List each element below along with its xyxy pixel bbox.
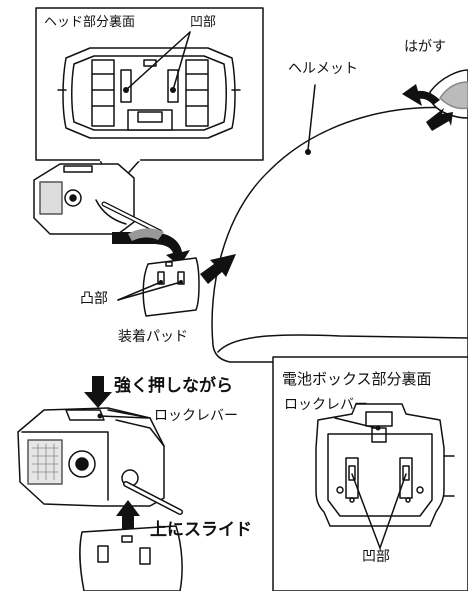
battery-back-plate	[315, 403, 455, 527]
peel-label: はがす	[404, 39, 446, 55]
lock-lever-label: ロックレバー	[154, 408, 238, 424]
press-arrow-down	[84, 376, 112, 408]
head-back-label: ヘッド部分裏面	[44, 15, 136, 30]
press-firmly-label: 強く押しながら	[114, 376, 233, 396]
slide-up-arrow	[116, 500, 140, 530]
mounting-pad	[142, 257, 200, 317]
battery-recess-label: 凹部	[362, 549, 390, 565]
peel-arrow	[402, 84, 440, 106]
small-head-unit	[33, 163, 163, 235]
head-back-plate	[57, 47, 241, 139]
battery-recess-leader	[351, 473, 407, 549]
helmet-label: ヘルメット	[288, 61, 358, 77]
bottom-mounting-pad	[79, 525, 183, 592]
battery-lock-leader	[334, 417, 381, 431]
battery-back-label: 電池ボックス部分裏面	[282, 370, 432, 388]
large-head-unit	[17, 407, 183, 515]
convex-leader	[117, 281, 182, 301]
convex-label: 凸部	[80, 291, 108, 307]
head-recess-leader	[123, 31, 191, 93]
press-arrow-right	[426, 108, 453, 131]
mount-pad-label: 装着パッド	[118, 329, 188, 345]
flip-arrow	[112, 228, 190, 266]
battery-lock-lever-label: ロックレバー	[284, 397, 368, 413]
head-recess-label: 凹部	[190, 15, 217, 30]
lock-lever-leader	[97, 413, 149, 419]
peeled-pad	[429, 69, 468, 119]
mount-arrow	[200, 254, 236, 284]
slide-up-label: 上にスライド	[150, 520, 252, 540]
helmet-leader	[305, 84, 316, 155]
